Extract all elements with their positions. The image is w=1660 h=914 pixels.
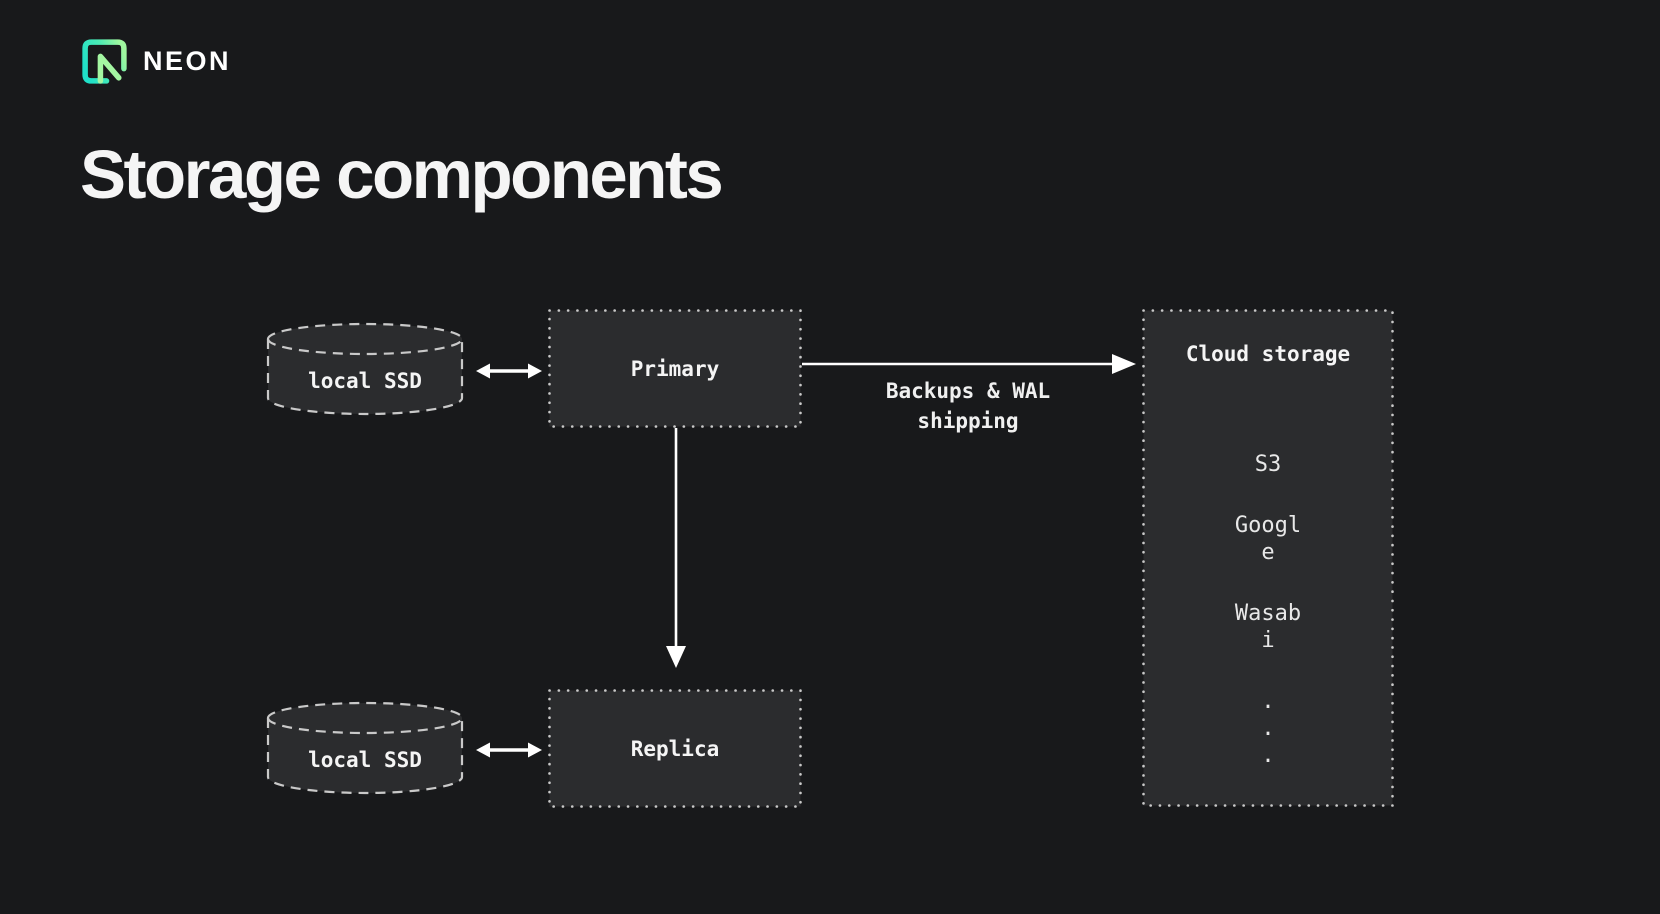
local-ssd-bottom-node: local SSD xyxy=(266,700,464,795)
primary-label: Primary xyxy=(630,356,720,381)
cloud-item-line: e xyxy=(1261,540,1275,565)
double-arrow-icon xyxy=(476,363,542,379)
cloud-item-line: Wasab xyxy=(1234,601,1302,626)
database-cylinder-icon xyxy=(266,701,464,795)
database-cylinder-icon xyxy=(266,322,464,416)
cloud-item-line: Googl xyxy=(1234,513,1302,538)
replica-node: Replica xyxy=(548,689,802,808)
cloud-item-line: . xyxy=(1261,716,1275,741)
local-ssd-top-node: local SSD xyxy=(266,321,464,416)
replication-arrow-icon xyxy=(666,428,686,668)
dotted-border xyxy=(548,689,802,808)
backup-arrow-label-line1: Backups & WAL xyxy=(885,379,1051,403)
cloud-item-line: i xyxy=(1261,628,1275,653)
cloud-item: S3 xyxy=(1255,451,1282,478)
neon-logo: NEON xyxy=(80,37,231,86)
backup-arrow-label: Backups & WAL shipping xyxy=(838,376,1098,436)
dotted-border xyxy=(548,309,802,428)
double-arrow-icon xyxy=(476,742,542,758)
page-title: Storage components xyxy=(80,136,724,213)
replica-label: Replica xyxy=(630,736,720,761)
cloud-item: ... xyxy=(1261,688,1274,769)
primary-node: Primary xyxy=(548,309,802,428)
backup-arrow-label-line2: shipping xyxy=(917,409,1019,433)
cloud-storage-title: Cloud storage xyxy=(1185,342,1351,366)
cloud-item-line: . xyxy=(1261,743,1275,768)
brand-name: NEON xyxy=(143,46,232,76)
local-ssd-top-label: local SSD xyxy=(308,369,422,393)
backup-arrow-icon xyxy=(802,354,1136,374)
dotted-border xyxy=(1142,309,1394,807)
local-ssd-bottom-label: local SSD xyxy=(308,748,422,772)
cloud-item-line: S3 xyxy=(1254,452,1282,477)
cloud-item-line: . xyxy=(1261,689,1275,714)
neon-logo-icon xyxy=(82,39,127,84)
